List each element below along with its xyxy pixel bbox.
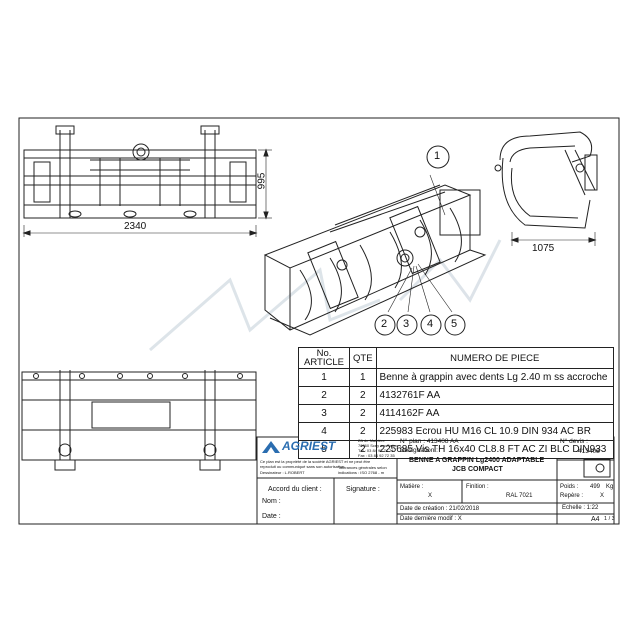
bom-row: 1 1 Benne à grappin avec dents Lg 2.40 m…: [298, 368, 615, 387]
title-block-frame: [256, 436, 615, 525]
balloon-callouts: [374, 145, 466, 336]
bom-cell-no: 4: [298, 422, 350, 441]
bom-cell-no: 5: [298, 440, 350, 459]
weight-value: 499: [590, 484, 601, 490]
front-view: [22, 125, 272, 237]
plan-number: N° plan : 413408 AA: [400, 438, 459, 445]
company-fax: Fax : 03 84 92 72 35: [358, 453, 395, 458]
tolerance-1: Tolérances générales selon: [338, 465, 387, 470]
client-approval-label: Accord du client :: [268, 486, 322, 493]
bom-cell-qty: 2: [349, 404, 377, 423]
devis-value: 413408: [578, 448, 600, 455]
bom-cell-no: 3: [298, 404, 350, 423]
dimension-height: 995: [256, 172, 268, 190]
designer: Dessinateur : L.ROBERT: [260, 470, 305, 475]
company-logo: AGRIEST: [262, 440, 354, 454]
last-modified-date: Date dernière modif : X: [400, 516, 462, 522]
bom-cell-no: 1: [298, 368, 350, 387]
side-view: [494, 131, 598, 246]
balloon-1: 1: [434, 150, 441, 162]
repere-label: Repère :: [560, 493, 584, 499]
company-name: AGRIEST: [282, 439, 336, 453]
company-address-1: ZA de Maizière: [358, 438, 385, 443]
bom-cell-qty: 1: [349, 368, 377, 387]
bom-header-qty: QTE: [349, 347, 377, 369]
devis-label: N° devis :: [560, 438, 588, 445]
dimension-width: 2340: [124, 221, 147, 232]
client-name-label: Nom :: [262, 498, 281, 505]
company-tel: Tél : 03 84 92 74 74: [358, 448, 394, 453]
repere-value: X: [600, 493, 605, 499]
matiere-label: Matière :: [400, 484, 424, 490]
designation-line-1: BENNE A GRAPPIN Lg2400 ADAPTABLE: [409, 457, 545, 464]
bom-row: 2 2 4132761F AA: [298, 386, 615, 405]
dimension-depth: 1075: [532, 243, 555, 254]
balloon-5: 5: [451, 318, 458, 330]
matiere-value: X: [428, 493, 433, 499]
bom-header-row: No.ARTICLE QTE NUMERO DE PIECE: [298, 347, 615, 369]
ownership-notice-1: Ce plan est la propriété de la société A…: [260, 459, 371, 464]
bom-cell-part: 4132761F AA: [375, 386, 615, 405]
sheet-number: 1 / 3: [604, 516, 615, 522]
client-date-label: Date :: [262, 513, 281, 520]
bom-cell-no: 2: [298, 386, 350, 405]
sheet-format: A4: [591, 516, 600, 523]
isometric-view: [263, 174, 487, 336]
bom-row: 3 2 4114162F AA: [298, 404, 615, 423]
bom-header-no: No.ARTICLE: [298, 347, 350, 369]
finition-value: RAL 7021: [506, 493, 533, 499]
bom-row: 5 2 225685 Vis TH 16x40 CL8.8 FT AC ZI B…: [298, 440, 615, 459]
balloon-2: 2: [381, 318, 388, 330]
bill-of-materials: No.ARTICLE QTE NUMERO DE PIECE 1 1 Benne…: [298, 347, 615, 459]
balloon-3: 3: [403, 318, 410, 330]
weight-unit: Kg: [606, 484, 614, 490]
finition-label: Finition :: [466, 484, 489, 490]
scale: Echelle : 1:22: [562, 505, 599, 511]
balloon-4: 4: [427, 318, 434, 330]
bom-cell-part: 4114162F AA: [375, 404, 615, 423]
creation-date: Date de création : 21/02/2018: [400, 506, 480, 512]
bom-cell-qty: 2: [349, 386, 377, 405]
logo-mark-icon: [262, 441, 280, 453]
signature-label: Signature :: [346, 486, 380, 493]
weight-label: Poids :: [560, 484, 579, 490]
bom-cell-part: 225685 Vis TH 16x40 CL8.8 FT AC ZI BLC D…: [375, 440, 615, 459]
tolerance-2: indications : ISO 2768 - m: [338, 470, 385, 475]
company-address-2: 70360 Scey sur Saône: [358, 443, 399, 448]
bom-row: 4 2 225983 Ecrou HU M16 CL 10.9 DIN 934 …: [298, 422, 615, 441]
ownership-notice-2: reproduit ou communiqué sans son autoris…: [260, 464, 345, 469]
designation-label: Désignation :: [400, 447, 438, 454]
top-view: [21, 370, 257, 471]
designation-line-2: JCB COMPACT: [452, 466, 503, 473]
bom-cell-part: Benne à grappin avec dents Lg 2.40 m ss …: [375, 368, 615, 387]
bom-header-part: NUMERO DE PIECE: [375, 347, 615, 369]
